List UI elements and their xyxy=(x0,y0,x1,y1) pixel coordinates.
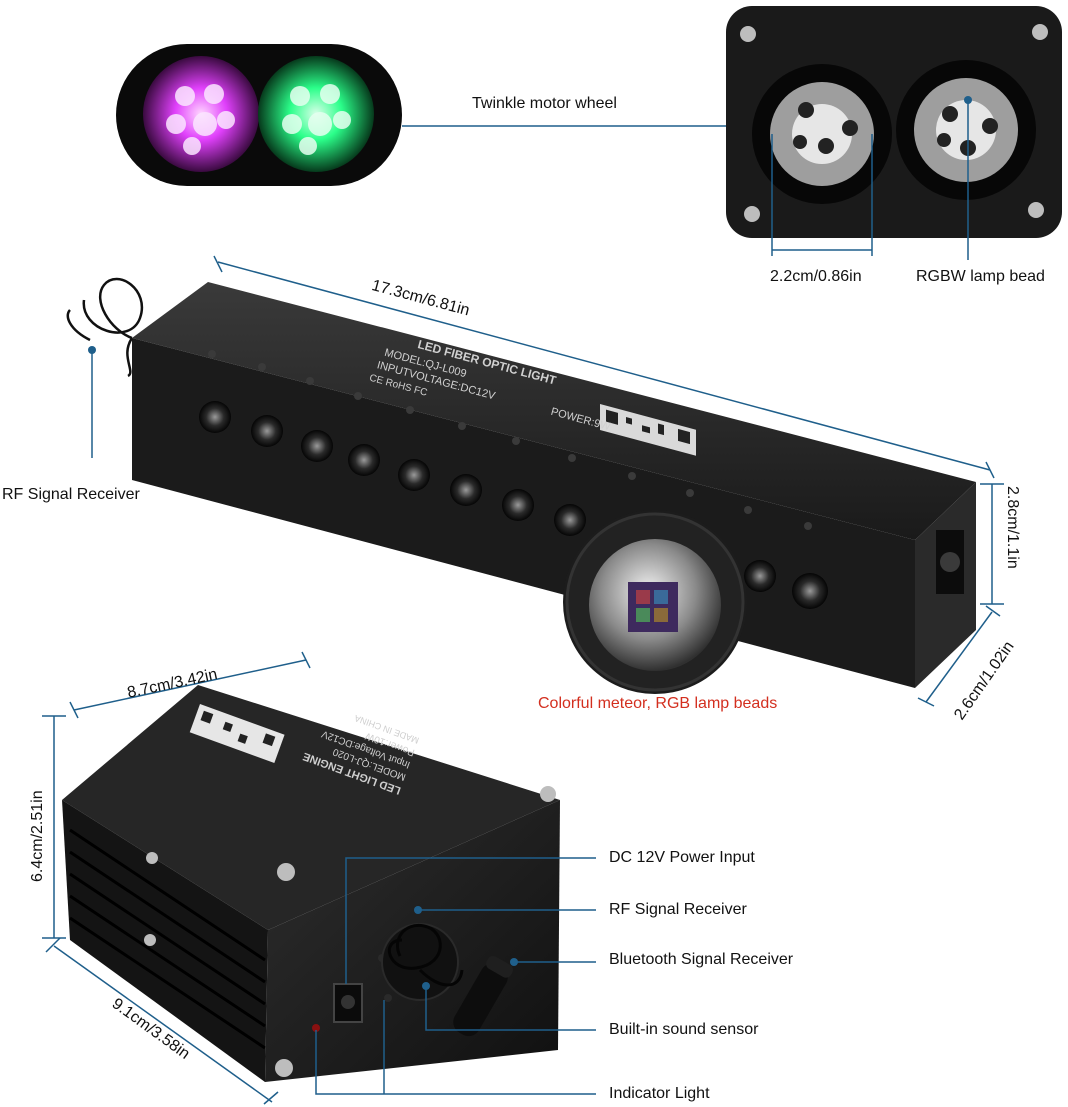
label-rgbw-lamp-bead: RGBW lamp bead xyxy=(916,268,1045,285)
label-colorful-meteor: Colorful meteor, RGB lamp beads xyxy=(538,695,778,712)
front-panel-photo xyxy=(726,6,1062,238)
fiber-bar-photo: LED FIBER OPTIC LIGHT MODEL:QJ-L009 INPU… xyxy=(132,282,976,688)
box-qr-sticker xyxy=(189,704,285,763)
label-dim-2-2cm: 2.2cm/0.86in xyxy=(770,268,862,285)
label-rf-signal-receiver-box: RF Signal Receiver xyxy=(609,901,747,918)
indicator-led xyxy=(312,1024,320,1032)
dim-64-lines xyxy=(42,715,66,939)
twinkle-glow-photo xyxy=(116,44,402,186)
dim-22-lines xyxy=(771,100,969,260)
box-callout-lines xyxy=(315,857,596,1095)
meteor-lens-closeup xyxy=(563,510,747,694)
bar-qr-code xyxy=(600,404,696,456)
dim-87-lines xyxy=(69,651,311,719)
dim-173-lines xyxy=(213,255,995,479)
box-rf-coil xyxy=(387,923,464,987)
dim-26-lines xyxy=(917,605,1001,707)
label-twinkle-motor-wheel: Twinkle motor wheel xyxy=(472,95,617,112)
dim-28-lines xyxy=(980,483,1004,605)
label-indicator-light: Indicator Light xyxy=(609,1085,710,1102)
rf-antenna-wire xyxy=(66,277,144,378)
fiber-port-row xyxy=(199,401,828,609)
label-rf-signal-receiver-bar: RF Signal Receiver xyxy=(2,486,140,503)
label-built-in-sound-sensor: Built-in sound sensor xyxy=(609,1021,759,1038)
label-dc-12v-power-input: DC 12V Power Input xyxy=(609,849,755,866)
box-heat-fins xyxy=(69,828,266,1050)
label-bluetooth-signal-receiver: Bluetooth Signal Receiver xyxy=(609,951,794,968)
dim-91-lines xyxy=(45,937,279,1105)
bluetooth-antenna xyxy=(453,956,513,1037)
label-dim-2-8cm: 2.8cm/1.1in xyxy=(1004,486,1021,569)
label-dim-6-4cm: 6.4cm/2.51in xyxy=(29,790,46,882)
